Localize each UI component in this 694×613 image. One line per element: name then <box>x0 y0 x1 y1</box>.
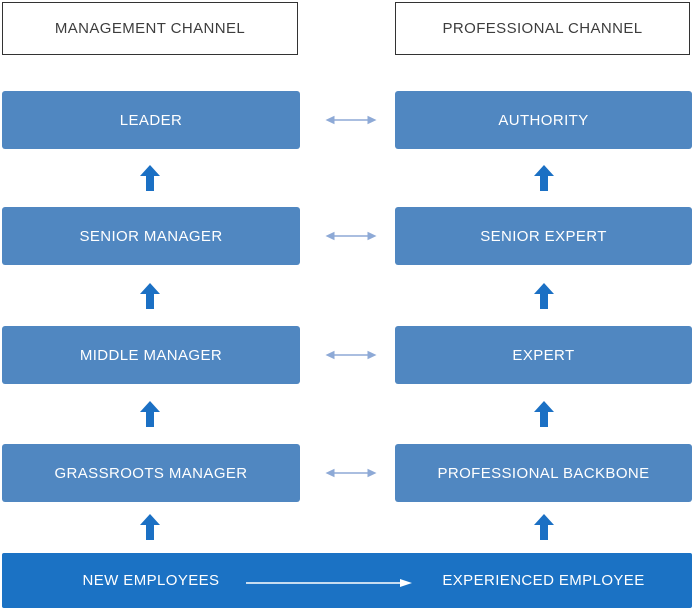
professional-channel-header: PROFESSIONAL CHANNEL <box>395 2 690 55</box>
up-arrow-icon <box>534 401 554 427</box>
up-arrow-icon <box>140 283 160 309</box>
experienced-employee-label: EXPERIENCED EMPLOYEE <box>442 572 645 589</box>
double-arrow-icon <box>325 231 377 241</box>
level-label: EXPERT <box>512 346 575 364</box>
up-arrow-icon <box>534 514 554 540</box>
new-employees-label: NEW EMPLOYEES <box>82 572 220 589</box>
level-box-authority: AUTHORITY <box>395 91 692 149</box>
level-box-expert: EXPERT <box>395 326 692 384</box>
up-arrow-icon <box>534 165 554 191</box>
level-box-grassroots-manager: GRASSROOTS MANAGER <box>2 444 300 502</box>
double-arrow-icon <box>325 350 377 360</box>
management-channel-header-label: MANAGEMENT CHANNEL <box>54 20 246 37</box>
up-arrow-icon <box>534 283 554 309</box>
right-arrow-icon <box>246 579 412 587</box>
up-arrow-icon <box>140 514 160 540</box>
level-box-middle-manager: MIDDLE MANAGER <box>2 326 300 384</box>
level-label: LEADER <box>119 111 183 129</box>
level-label: GRASSROOTS MANAGER <box>54 464 248 482</box>
level-label: SENIOR MANAGER <box>79 227 223 245</box>
level-box-leader: LEADER <box>2 91 300 149</box>
employee-progression-bar: NEW EMPLOYEES EXPERIENCED EMPLOYEE <box>2 553 692 608</box>
level-box-professional-backbone: PROFESSIONAL BACKBONE <box>395 444 692 502</box>
level-box-senior-manager: SENIOR MANAGER <box>2 207 300 265</box>
double-arrow-icon <box>325 115 377 125</box>
up-arrow-icon <box>140 401 160 427</box>
level-label: PROFESSIONAL BACKBONE <box>437 464 650 482</box>
management-channel-header: MANAGEMENT CHANNEL <box>2 2 298 55</box>
level-box-senior-expert: SENIOR EXPERT <box>395 207 692 265</box>
up-arrow-icon <box>140 165 160 191</box>
level-label: AUTHORITY <box>498 111 589 129</box>
professional-channel-header-label: PROFESSIONAL CHANNEL <box>442 20 643 37</box>
level-label: MIDDLE MANAGER <box>79 346 223 364</box>
level-label: SENIOR EXPERT <box>480 227 607 245</box>
double-arrow-icon <box>325 468 377 478</box>
